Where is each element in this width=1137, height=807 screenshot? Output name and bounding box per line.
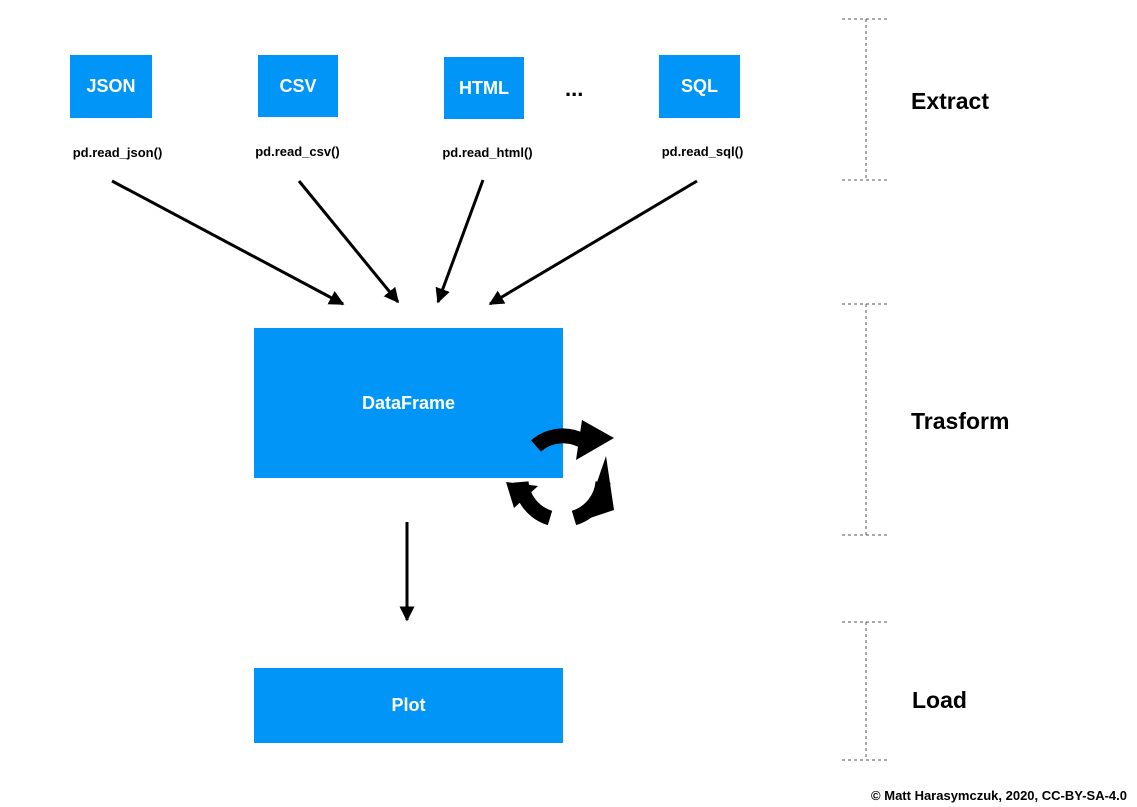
bracket-load <box>842 621 890 761</box>
stage-transform-label: Trasform <box>911 408 1010 434</box>
fn-read-sql: pd.read_sql() <box>661 144 744 159</box>
source-label-json: JSON <box>86 76 136 96</box>
source-box-csv: CSV <box>258 55 338 117</box>
refresh-cycle-icon <box>506 420 614 526</box>
stage-extract-label: Extract <box>911 88 989 114</box>
source-label-csv: CSV <box>279 75 317 96</box>
arrow-sql-to-dataframe <box>488 179 698 306</box>
stage-load-label: Load <box>912 687 967 713</box>
source-box-html: HTML <box>444 57 524 119</box>
dataframe-box: DataFrame <box>254 328 563 478</box>
plot-box: Plot <box>254 668 563 743</box>
arrow-csv-to-dataframe <box>297 180 400 304</box>
copyright-credit: © Matt Harasymczuk, 2020, CC-BY-SA-4.0 <box>871 788 1127 803</box>
plot-label: Plot <box>391 695 426 715</box>
fn-read-csv: pd.read_csv() <box>255 144 340 159</box>
fn-read-json: pd.read_json() <box>72 145 163 160</box>
source-label-sql: SQL <box>680 76 718 96</box>
fn-read-html: pd.read_html() <box>442 145 533 160</box>
more-sources-ellipsis: ... <box>565 76 584 101</box>
bracket-transform <box>842 303 890 536</box>
arrow-json-to-dataframe <box>111 179 345 306</box>
arrow-html-to-dataframe <box>435 179 485 304</box>
source-box-sql: SQL <box>659 55 740 118</box>
source-box-json: JSON <box>70 55 152 118</box>
bracket-extract <box>842 18 890 181</box>
source-label-html: HTML <box>459 77 509 98</box>
dataframe-label: DataFrame <box>361 392 456 413</box>
